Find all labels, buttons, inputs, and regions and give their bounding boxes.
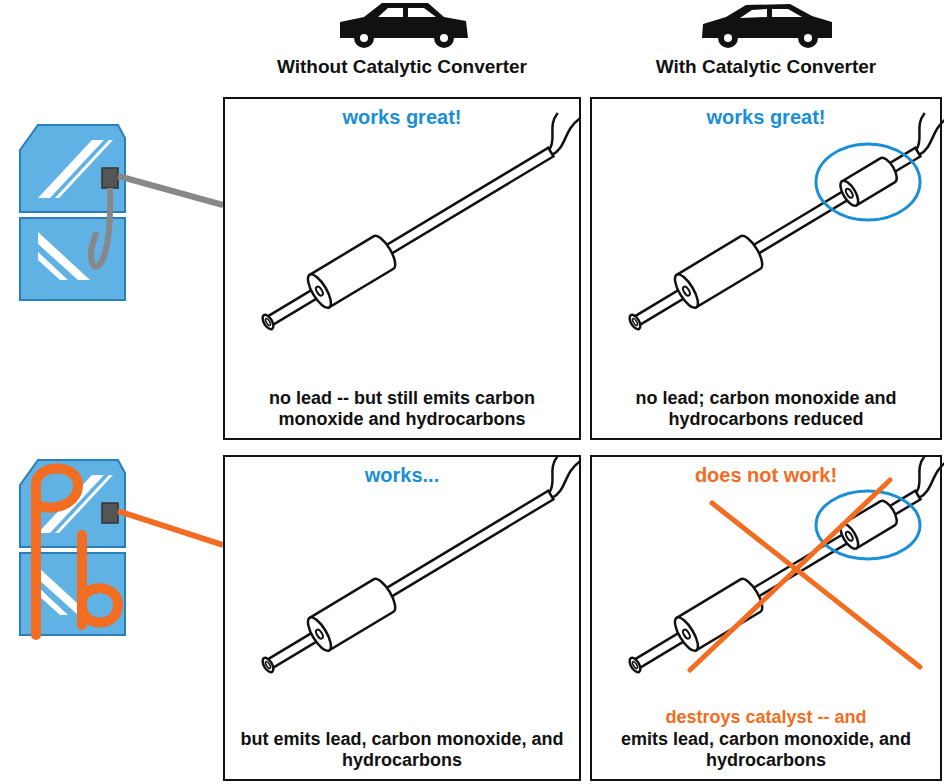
panel-body: but emits lead, carbon monoxide, and hyd… xyxy=(233,729,571,771)
column-header: With Catalytic Converter xyxy=(656,56,877,78)
panel-heading: does not work! xyxy=(600,463,932,487)
panel-text: emits lead, carbon monoxide, and hydroca… xyxy=(600,729,932,771)
cross-mark xyxy=(690,480,920,670)
panel-box: works great! no lead -- but still emits c… xyxy=(223,97,581,440)
panel-box: works great! no lead; carbon monoxide and… xyxy=(590,97,942,440)
panel-text: no lead -- but still emits carbon monoxi… xyxy=(233,388,571,430)
panel-text: but emits lead, carbon monoxide, and hyd… xyxy=(233,729,571,771)
exhaust-system xyxy=(249,105,597,341)
panel-body: no lead -- but still emits carbon monoxi… xyxy=(233,388,571,430)
exhaust-system-with-converter xyxy=(616,105,944,341)
panel-box: works... but emits lead, carbon monoxide,… xyxy=(223,455,581,781)
gas-pump xyxy=(20,125,223,300)
panel-heading: works great! xyxy=(233,105,571,129)
panel-text: destroys catalyst -- and xyxy=(600,707,932,728)
column-header: Without Catalytic Converter xyxy=(277,56,527,78)
panel-body: destroys catalyst -- andemits lead, carb… xyxy=(600,707,932,771)
car-icon xyxy=(340,3,468,48)
panel-heading: works great! xyxy=(600,105,932,129)
panel-box: does not work! destroys catalyst -- andem… xyxy=(590,455,942,781)
panel-heading: works... xyxy=(233,463,571,487)
panel-text: no lead; carbon monoxide and hydrocarbon… xyxy=(600,388,932,430)
leaded-gas-pump xyxy=(20,460,223,635)
panel-body: no lead; carbon monoxide and hydrocarbon… xyxy=(600,388,932,430)
car-icon xyxy=(702,4,832,48)
